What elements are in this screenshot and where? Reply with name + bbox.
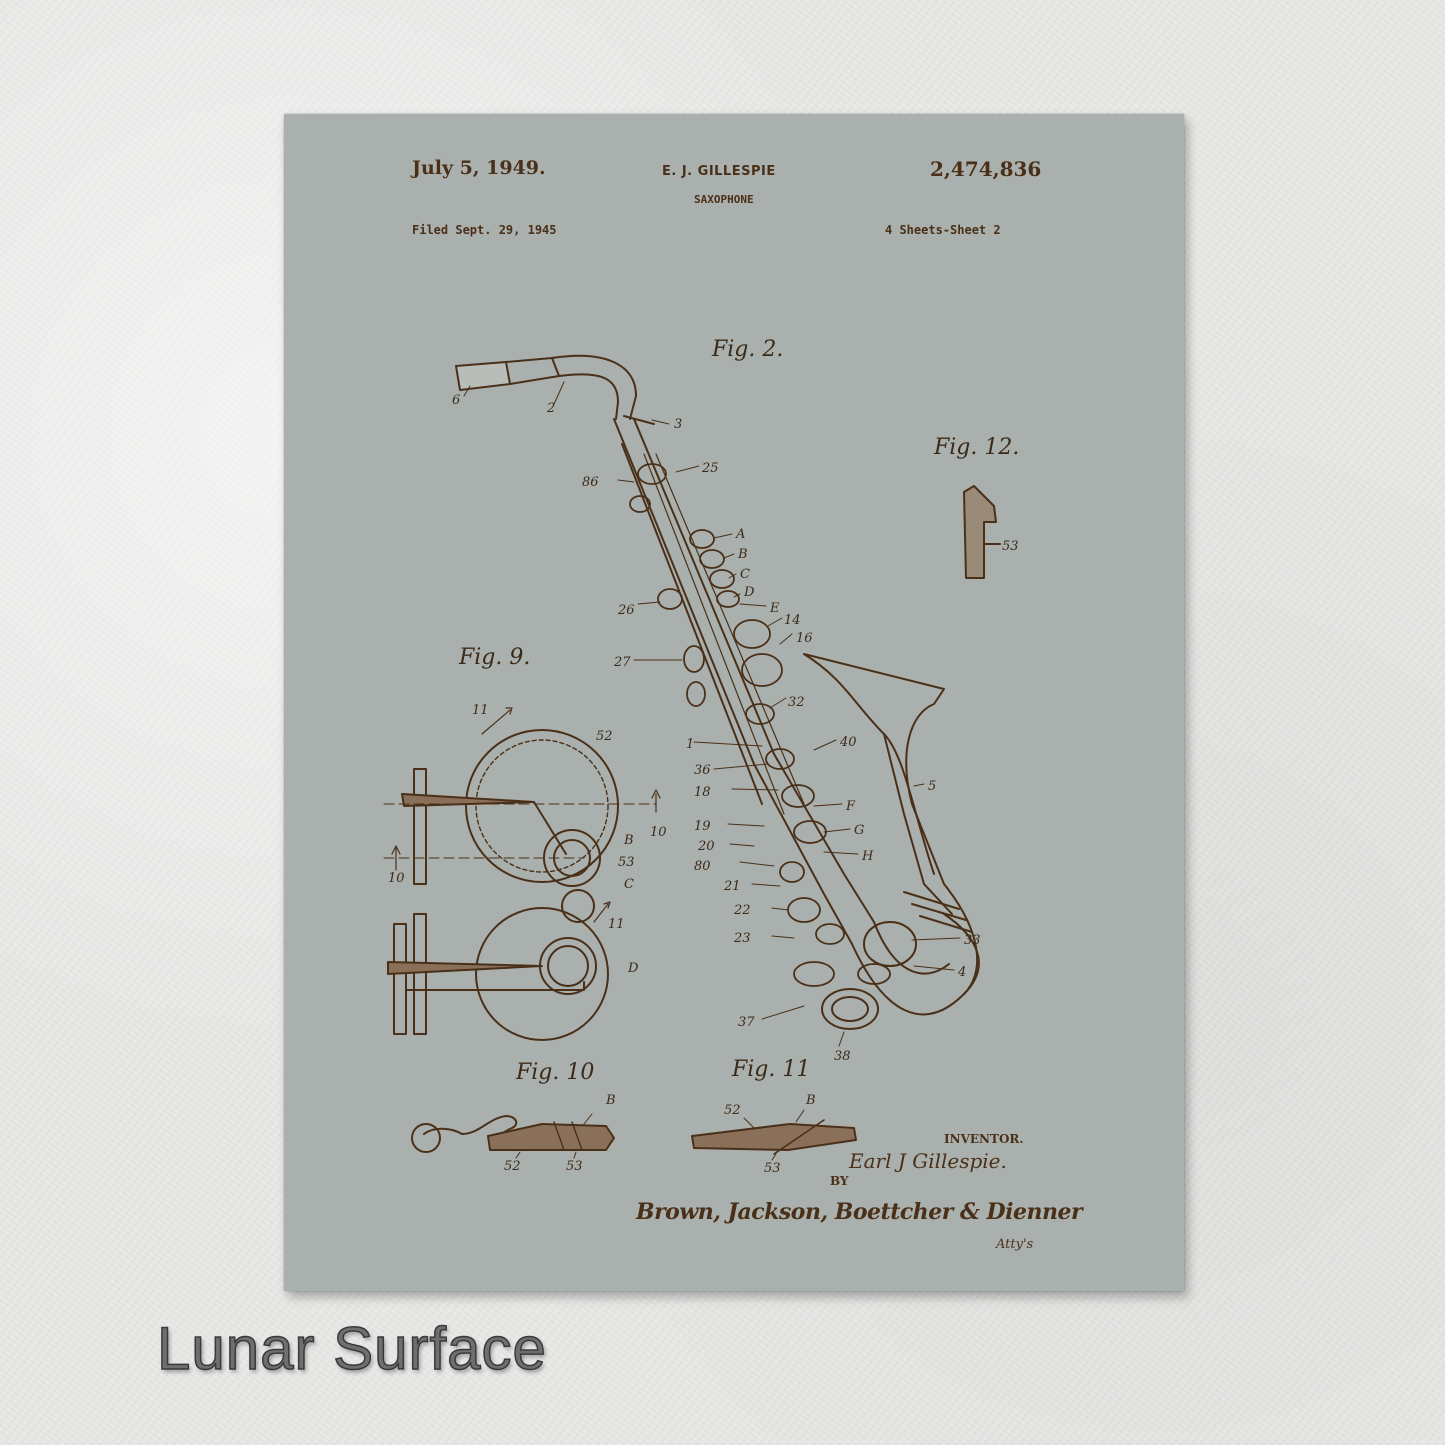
by-label: BY <box>830 1174 849 1188</box>
ref-label: C <box>624 877 634 892</box>
ref-label: 18 <box>694 785 711 800</box>
ref-label: 53 <box>1002 539 1019 554</box>
color-caption: Lunar Surface <box>156 1314 547 1383</box>
ref-label: 53 <box>566 1159 583 1174</box>
filed-date: Filed Sept. 29, 1945 <box>412 223 557 237</box>
ref-label: 38 <box>834 1049 851 1064</box>
inventor-header: E. J. GILLESPIE <box>662 164 776 179</box>
ref-label: 33 <box>964 933 981 948</box>
fig10-title: Fig. 10 <box>515 1060 594 1085</box>
fig9-title: Fig. 9. <box>458 645 530 670</box>
ref-label: 16 <box>796 631 813 646</box>
inventor-signature: Earl J Gillespie. <box>849 1149 1007 1173</box>
ref-label: D <box>627 961 639 976</box>
ref-label: 10 <box>388 871 405 886</box>
ref-label: E <box>769 601 780 616</box>
ref-label: 80 <box>694 859 711 874</box>
ref-label: B <box>737 547 748 562</box>
fig10-drawing <box>411 1113 615 1159</box>
saxophone-drawing <box>455 354 980 1047</box>
ref-label: B <box>605 1093 616 1108</box>
patent-drawing: Fig. 2. Fig. 12. Fig. 9. Fig. 10 Fig. 11… <box>383 337 1019 1176</box>
ref-label: 14 <box>784 613 801 628</box>
inventor-label: INVENTOR. <box>944 1132 1024 1146</box>
fig12-drawing <box>963 485 1001 579</box>
fig9-drawing <box>383 707 661 1041</box>
ref-label: 26 <box>617 603 635 618</box>
ref-label: 19 <box>694 819 711 834</box>
ref-label: 1 <box>686 737 694 752</box>
attorney-initials: Atty's <box>996 1237 1034 1252</box>
ref-label: 37 <box>738 1015 755 1030</box>
attorneys-signature: Brown, Jackson, Boettcher & Dienner <box>636 1199 1083 1225</box>
fig2-title: Fig. 2. <box>711 337 783 362</box>
patent-print: July 5, 1949. E. J. GILLESPIE SAXOPHONE … <box>284 114 1184 1291</box>
ref-label: 5 <box>928 779 936 794</box>
ref-label: 52 <box>504 1159 521 1174</box>
ref-label: 40 <box>839 735 857 750</box>
ref-label: 4 <box>957 965 966 980</box>
ref-label: B <box>805 1093 816 1108</box>
ref-label: G <box>854 823 864 838</box>
patent-title: SAXOPHONE <box>694 193 754 206</box>
fig12-title: Fig. 12. <box>933 435 1019 460</box>
ref-label: 20 <box>697 839 715 854</box>
ref-label: 36 <box>694 763 711 778</box>
patent-date: July 5, 1949. <box>412 157 546 179</box>
ref-label: 2 <box>546 401 555 416</box>
ref-label: 86 <box>582 475 599 490</box>
ref-label: D <box>743 585 755 600</box>
ref-label: 52 <box>724 1103 741 1118</box>
ref-label: A <box>735 527 745 542</box>
patent-number: 2,474,836 <box>930 157 1042 181</box>
ref-label: 53 <box>618 855 635 870</box>
ref-label: 21 <box>723 879 741 894</box>
ref-label: 3 <box>674 417 682 432</box>
ref-label: 6 <box>452 393 460 408</box>
ref-label: F <box>845 799 856 814</box>
ref-label: 25 <box>701 461 719 476</box>
ref-label: 27 <box>613 655 631 670</box>
ref-label: C <box>740 567 750 582</box>
ref-label: B <box>623 833 634 848</box>
ref-label: H <box>861 849 874 864</box>
ref-label: 52 <box>596 729 613 744</box>
fig11-drawing <box>691 1109 857 1161</box>
sheet-count: 4 Sheets-Sheet 2 <box>885 223 1001 237</box>
ref-label: 11 <box>608 917 625 932</box>
ref-label: 53 <box>764 1161 781 1176</box>
ref-label: 22 <box>733 903 751 918</box>
ref-label: 23 <box>733 931 751 946</box>
fig11-title: Fig. 11 <box>731 1057 810 1082</box>
ref-label: 32 <box>788 695 805 710</box>
ref-label: 10 <box>650 825 667 840</box>
ref-label: 11 <box>472 703 489 718</box>
